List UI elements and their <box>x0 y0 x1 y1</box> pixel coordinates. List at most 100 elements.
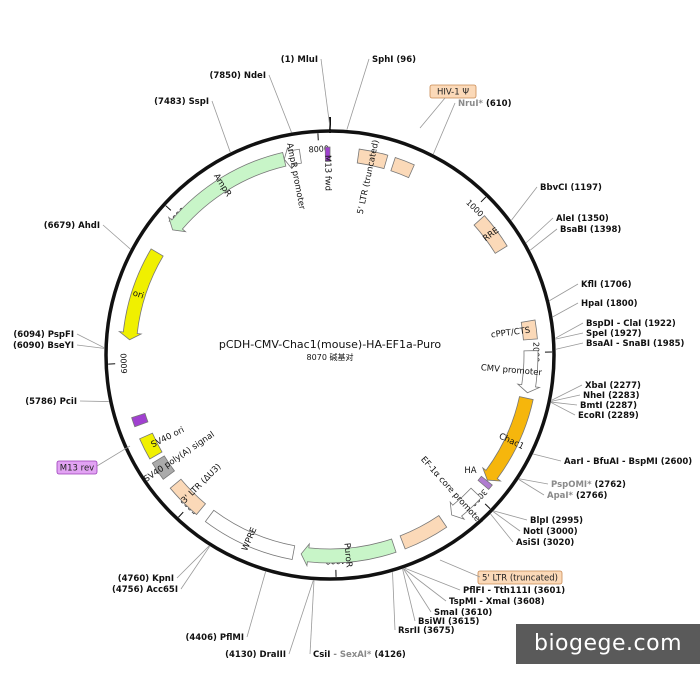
feature-ori <box>117 248 164 341</box>
site-bseyi: (6090) BseYI <box>13 341 74 351</box>
site-noti: NotI (3000) <box>523 527 578 537</box>
site-ndei: (7850) NdeI <box>209 71 266 81</box>
site-leader <box>550 401 578 406</box>
plasmid-length: 8070 碱基对 <box>307 352 354 362</box>
site-leader <box>519 478 549 485</box>
site-csii: CsiI - SexAI* (4126) <box>313 650 406 660</box>
site-leader <box>551 394 581 402</box>
feature-label-ampprom: AmpR promoter <box>284 142 307 211</box>
feature-wpre <box>204 509 296 560</box>
feature-rre <box>473 215 508 254</box>
tag-leader <box>96 445 131 467</box>
site-leader <box>76 333 105 349</box>
site-leader <box>79 400 109 402</box>
tick-mark <box>178 511 184 518</box>
site-leader <box>288 580 314 655</box>
site-leader <box>552 302 579 318</box>
feature-label-puro: PuroR <box>341 542 353 568</box>
tag-m13rev-box <box>56 460 98 475</box>
site-leader <box>102 224 131 250</box>
site-pflmi: (4406) PflMI <box>185 633 244 643</box>
feature-ltr3 <box>169 478 207 516</box>
plasmid-title: pCDH-CMV-Chac1(mouse)-HA-EF1a-Puro <box>219 338 442 351</box>
site-blpi: BlpI (2995) <box>530 516 583 526</box>
site-bsabi: BsaBI (1398) <box>560 225 621 235</box>
site-hpai: HpaI (1800) <box>581 299 638 309</box>
site-acc65i: (4756) Acc65I <box>112 585 178 595</box>
site-leader <box>176 545 210 579</box>
site-smai: SmaI (3610) <box>434 608 492 618</box>
site-leader <box>346 58 370 130</box>
feature-chac1 <box>481 396 534 482</box>
tick-mark <box>165 205 172 211</box>
site-leader <box>320 58 331 130</box>
feature-label-ori: ori <box>131 289 145 302</box>
feature-m13fwd <box>324 146 331 162</box>
site-leader <box>392 572 396 631</box>
feature-ha <box>477 475 493 490</box>
feature-hiv-psi <box>390 157 415 179</box>
site-pcii: (5786) PciI <box>25 397 77 407</box>
site-aari: AarI - BfuAI - BspMI (2600) <box>564 457 692 467</box>
site-leader <box>211 100 231 153</box>
site-leader <box>403 568 447 602</box>
tag-hiv-box <box>429 84 477 99</box>
tag-hiv: HIV-1 Ψ <box>437 88 469 98</box>
site-apai: ApaI* (2766) <box>547 491 608 501</box>
site-leader <box>511 186 538 221</box>
site-leader <box>432 102 456 155</box>
feature-label-ha: HA <box>464 466 476 476</box>
feature-label-sv40ori: SV40 ori <box>150 425 186 450</box>
site-ahdi: (6679) AhdI <box>44 221 100 231</box>
site-leader <box>403 568 432 613</box>
site-leader <box>404 567 461 591</box>
site-leader <box>402 568 416 622</box>
feature-cppt <box>520 319 538 341</box>
feature-ltr5a <box>356 148 389 170</box>
tag-ltr-box <box>477 570 563 585</box>
site-sphi: SphI (96) <box>372 55 416 65</box>
site-leader <box>490 513 514 543</box>
site-leader <box>492 511 521 532</box>
tag-m13rev: M13 rev <box>60 464 94 474</box>
site-alei: AleI (1350) <box>556 214 609 224</box>
site-leader <box>529 228 558 251</box>
site-nhei: NheI (2283) <box>583 391 640 401</box>
site-pspfi: (6094) PspFI <box>13 330 74 340</box>
tick-mark <box>484 503 491 510</box>
tag-leader <box>419 97 446 129</box>
site-leader <box>493 510 528 521</box>
site-leader <box>551 384 583 401</box>
site-leader <box>309 580 315 655</box>
site-pflfi: PflFI - Tth111I (3601) <box>463 586 565 596</box>
site-leader <box>555 322 584 339</box>
site-xbai: XbaI (2277) <box>585 381 641 391</box>
site-pspomi: PspOMI* (2762) <box>551 480 626 490</box>
feature-label-ltr3: 3' LTR (ΔU3) <box>180 462 224 506</box>
feature-label-m13fwd: M13 fwd <box>322 155 332 191</box>
site-leader <box>180 546 211 590</box>
tag-ltr: 5' LTR (truncated) <box>482 574 558 584</box>
site-draiii: (4130) DraIII <box>225 650 286 660</box>
watermark: biogege.com <box>516 624 700 664</box>
feature-cmv <box>516 350 541 394</box>
feature-label-cppt: cPPT/CTS <box>490 326 530 341</box>
site-bsaai: BsaAI - SnaBI (1985) <box>586 339 685 349</box>
site-spei: SpeI (1927) <box>586 329 642 339</box>
site-leader <box>549 283 579 302</box>
site-bsiwi: BsiWI (3615) <box>418 617 480 627</box>
site-leader <box>555 332 584 340</box>
site-leader <box>268 74 292 133</box>
site-rsrii: RsrII (3675) <box>398 626 455 636</box>
site-bmti: BmtI (2287) <box>580 401 637 411</box>
feature-sv40pa <box>151 455 175 480</box>
site-leader <box>533 453 562 462</box>
site-asisi: AsiSI (3020) <box>516 538 574 548</box>
feature-m13rev <box>131 412 149 428</box>
site-kfli: KflI (1706) <box>581 280 632 290</box>
tick-label: 6000 <box>119 353 129 374</box>
feature-ltr5b <box>399 515 448 550</box>
tag-leader <box>439 559 481 578</box>
